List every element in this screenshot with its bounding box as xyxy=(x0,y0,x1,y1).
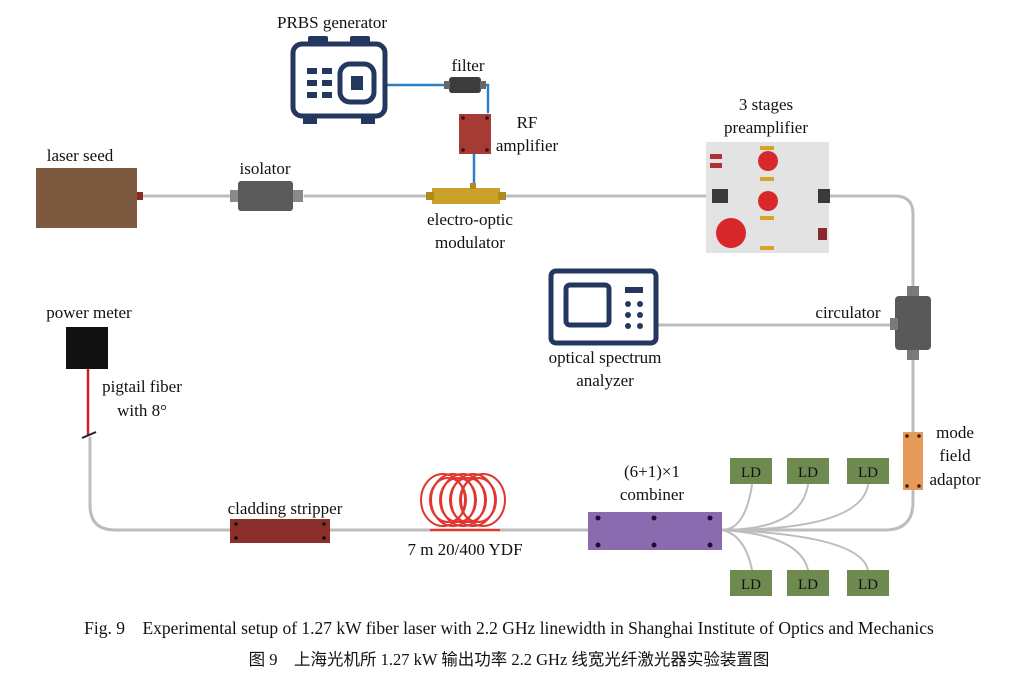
rf-amplifier-label-2: amplifier xyxy=(496,136,559,155)
mfa-label-3: adaptor xyxy=(930,470,981,489)
filter-label: filter xyxy=(451,56,484,75)
cladding-stripper-label: cladding stripper xyxy=(228,499,343,518)
mfa-label-1: mode xyxy=(936,423,974,442)
ld-label: LD xyxy=(858,577,878,593)
ld-label: LD xyxy=(798,465,818,481)
osa-label-2: analyzer xyxy=(576,371,634,390)
ld-box-1: LD xyxy=(730,458,772,484)
circulator-component xyxy=(890,286,931,360)
ld-box-3: LD xyxy=(847,458,889,484)
isolator-component xyxy=(230,181,303,211)
pigtail-label-2: with 8° xyxy=(117,401,167,420)
ld-box-5: LD xyxy=(787,570,829,596)
fiber-mfa-combiner xyxy=(720,488,915,532)
mfa-label-2: field xyxy=(939,446,971,465)
ydf-label: 7 m 20/400 YDF xyxy=(407,540,522,559)
cladding-stripper-component xyxy=(230,519,330,543)
preamp-label-2: preamplifier xyxy=(724,118,808,137)
osa-label-1: optical spectrum xyxy=(549,348,662,367)
ld-box-6: LD xyxy=(847,570,889,596)
circulator-label: circulator xyxy=(815,303,880,322)
ld-box-4: LD xyxy=(730,570,772,596)
ld-label: LD xyxy=(741,577,761,593)
combiner-label-1: (6+1)×1 xyxy=(624,462,680,481)
fiber-stripper-pigtail xyxy=(88,436,232,532)
laser-seed-label: laser seed xyxy=(47,146,114,165)
fiber-paths xyxy=(88,83,915,571)
preamplifier-component xyxy=(706,142,830,253)
eom-component xyxy=(426,183,506,204)
laser-seed-component xyxy=(36,168,143,228)
eom-label-2: modulator xyxy=(435,233,505,252)
combiner-label-2: combiner xyxy=(620,485,685,504)
filter-component xyxy=(444,77,486,93)
combiner-component xyxy=(588,512,722,550)
mfa-component xyxy=(903,432,923,490)
preamp-label-1: 3 stages xyxy=(739,95,793,114)
pump-fiber-1 xyxy=(721,484,753,531)
ld-label: LD xyxy=(741,465,761,481)
ydf-coil-component xyxy=(420,473,506,532)
figure-caption-zh: 图 9 上海光机所 1.27 kW 输出功率 2.2 GHz 线宽光纤激光器实验… xyxy=(249,650,770,669)
eom-label-1: electro-optic xyxy=(427,210,513,229)
ld-label: LD xyxy=(858,465,878,481)
pump-fiber-3 xyxy=(721,484,869,531)
signal-generator-icon xyxy=(290,36,388,124)
ld-label: LD xyxy=(798,577,818,593)
power-meter-component xyxy=(66,327,108,439)
rf-amplifier-component xyxy=(459,114,491,154)
rf-line-filter-amp xyxy=(479,83,490,114)
power-meter-label: power meter xyxy=(46,303,132,322)
pump-fiber-2 xyxy=(721,484,809,531)
isolator-label: isolator xyxy=(240,159,291,178)
ld-box-2: LD xyxy=(787,458,829,484)
fiber-preamp-circulator xyxy=(826,194,915,294)
pump-fiber-6 xyxy=(721,529,869,571)
figure-caption-en: Fig. 9 Experimental setup of 1.27 kW fib… xyxy=(84,618,934,638)
rf-amplifier-label-1: RF xyxy=(517,113,538,132)
spectrum-analyzer-icon xyxy=(548,268,659,346)
pigtail-label-1: pigtail fiber xyxy=(102,377,182,396)
pump-fiber-4 xyxy=(721,529,753,571)
ld-group: LD LD LD LD LD LD xyxy=(730,458,889,596)
prbs-label: PRBS generator xyxy=(277,13,387,32)
